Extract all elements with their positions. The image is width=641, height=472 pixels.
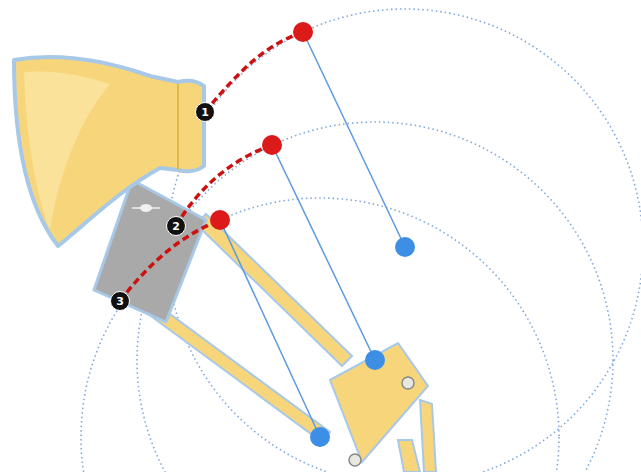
pivot-hole (349, 454, 361, 466)
end-points (210, 22, 313, 230)
callout-number: 1 (195, 102, 215, 122)
motion-paths (120, 32, 303, 301)
centre-point (365, 350, 385, 370)
lamp-neck (177, 84, 179, 170)
centre-point (310, 427, 330, 447)
leg (420, 400, 436, 472)
callout-number: 3 (110, 291, 130, 311)
radius-line (303, 32, 405, 247)
end-point (262, 135, 282, 155)
base-plate (330, 343, 428, 462)
lamp-head (14, 57, 204, 246)
leg (398, 440, 420, 472)
pivot-hole (402, 377, 414, 389)
radius-line (272, 145, 375, 360)
end-point (293, 22, 313, 42)
swing-circle (167, 9, 641, 472)
screw-icon (132, 204, 160, 212)
centre-point (395, 237, 415, 257)
radius-line (220, 220, 320, 437)
lamp-highlight (24, 72, 110, 231)
centre-points (310, 237, 415, 447)
callout-number: 2 (166, 216, 186, 236)
end-point (210, 210, 230, 230)
motion-path (205, 32, 303, 112)
radius-lines (220, 32, 405, 437)
upper-arm (196, 214, 352, 366)
swing-circle (137, 122, 613, 472)
